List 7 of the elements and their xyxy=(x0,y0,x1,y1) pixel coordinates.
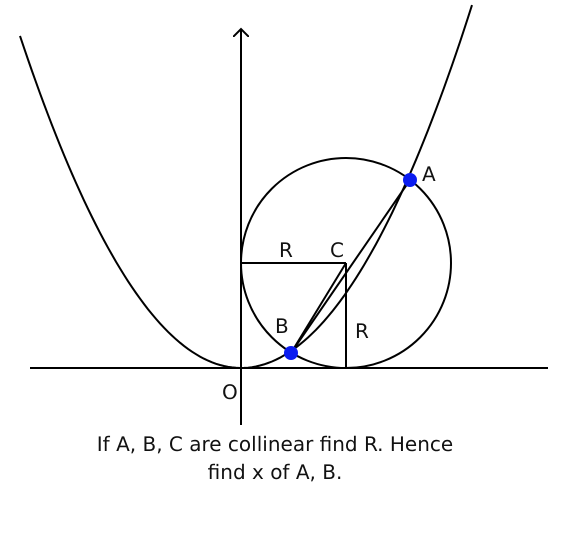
point-label: A xyxy=(422,163,436,185)
point-label: B xyxy=(275,315,289,337)
segment-label: R xyxy=(355,320,369,342)
segment-label: R xyxy=(279,239,293,261)
origin-label: O xyxy=(222,381,238,403)
point-label: C xyxy=(330,239,344,261)
caption: If A, B, C are collinear find R. Hence find x of A, B. xyxy=(96,431,454,486)
